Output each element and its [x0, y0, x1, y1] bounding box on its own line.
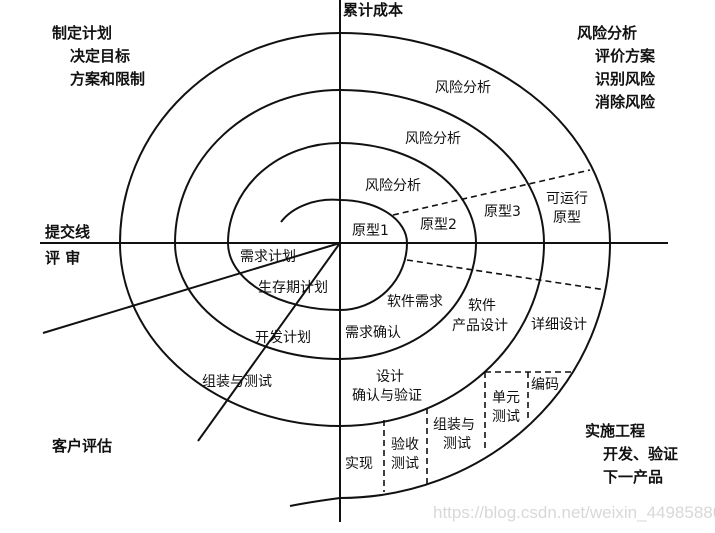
label-acceptance-test: 验收: [391, 437, 419, 453]
review-line-1: [42, 242, 341, 334]
axis-review: 评 审: [45, 249, 80, 267]
quadrant-risk-title: 风险分析: [577, 24, 637, 42]
dashed-line-lower: [406, 259, 607, 291]
label-prototype-1: 原型1: [352, 223, 389, 239]
dashed-line-upper: [392, 169, 591, 216]
quadrant-customer-eval: 客户评估: [51, 437, 112, 455]
label-prototype-3: 原型3: [484, 204, 521, 220]
label-development-plan: 开发计划: [255, 330, 311, 346]
spiral: [118, 31, 612, 507]
label-unit-test: 单元: [492, 390, 520, 406]
label-requirements-plan: 需求计划: [240, 249, 296, 265]
quadrant-engineering-title: 实施工程: [585, 422, 645, 440]
label-assembly-test: 组装与测试: [202, 374, 272, 390]
label-requirements-validation: 需求确认: [345, 325, 401, 341]
label-design-verification: 确认与验证: [352, 388, 422, 404]
label-risk-analysis: 风险分析: [365, 178, 421, 194]
label-runnable-prototype: 原型: [553, 210, 581, 226]
review-line-2: [197, 242, 341, 442]
label-runnable-prototype: 可运行: [546, 191, 588, 207]
label-design-verification: 设计: [376, 369, 404, 385]
quadrant-engineering-item: 开发、验证: [603, 445, 678, 463]
label-detailed-design: 详细设计: [531, 317, 587, 333]
label-product-design: 软件: [468, 298, 496, 314]
label-implementation: 实现: [345, 456, 373, 472]
quadrant-plan-item: 决定目标: [70, 47, 130, 65]
label-prototype-2: 原型2: [420, 217, 457, 233]
label-product-design: 产品设计: [452, 318, 508, 334]
label-lifecycle-plan: 生存期计划: [258, 280, 328, 296]
label-integration-test: 组装与: [433, 417, 475, 433]
quadrant-engineering-item: 下一产品: [603, 468, 663, 486]
label-risk-analysis: 风险分析: [405, 131, 461, 147]
label-unit-test: 测试: [492, 409, 520, 425]
watermark: https://blog.csdn.net/weixin_44985880: [433, 503, 715, 522]
quadrant-risk-item: 消除风险: [595, 93, 656, 111]
label-integration-test: 测试: [443, 436, 471, 452]
quadrant-risk-item: 识别风险: [595, 70, 656, 88]
label-coding: 编码: [531, 377, 559, 393]
axis-commit-line: 提交线: [45, 223, 90, 241]
label-acceptance-test: 测试: [391, 456, 419, 472]
label-risk-analysis: 风险分析: [435, 80, 491, 96]
quadrant-risk-item: 评价方案: [595, 47, 656, 65]
quadrant-plan-title: 制定计划: [52, 24, 112, 42]
axis-cumulative-cost: 累计成本: [343, 1, 403, 19]
label-software-requirements: 软件需求: [387, 294, 443, 310]
quadrant-plan-item: 方案和限制: [70, 70, 145, 88]
